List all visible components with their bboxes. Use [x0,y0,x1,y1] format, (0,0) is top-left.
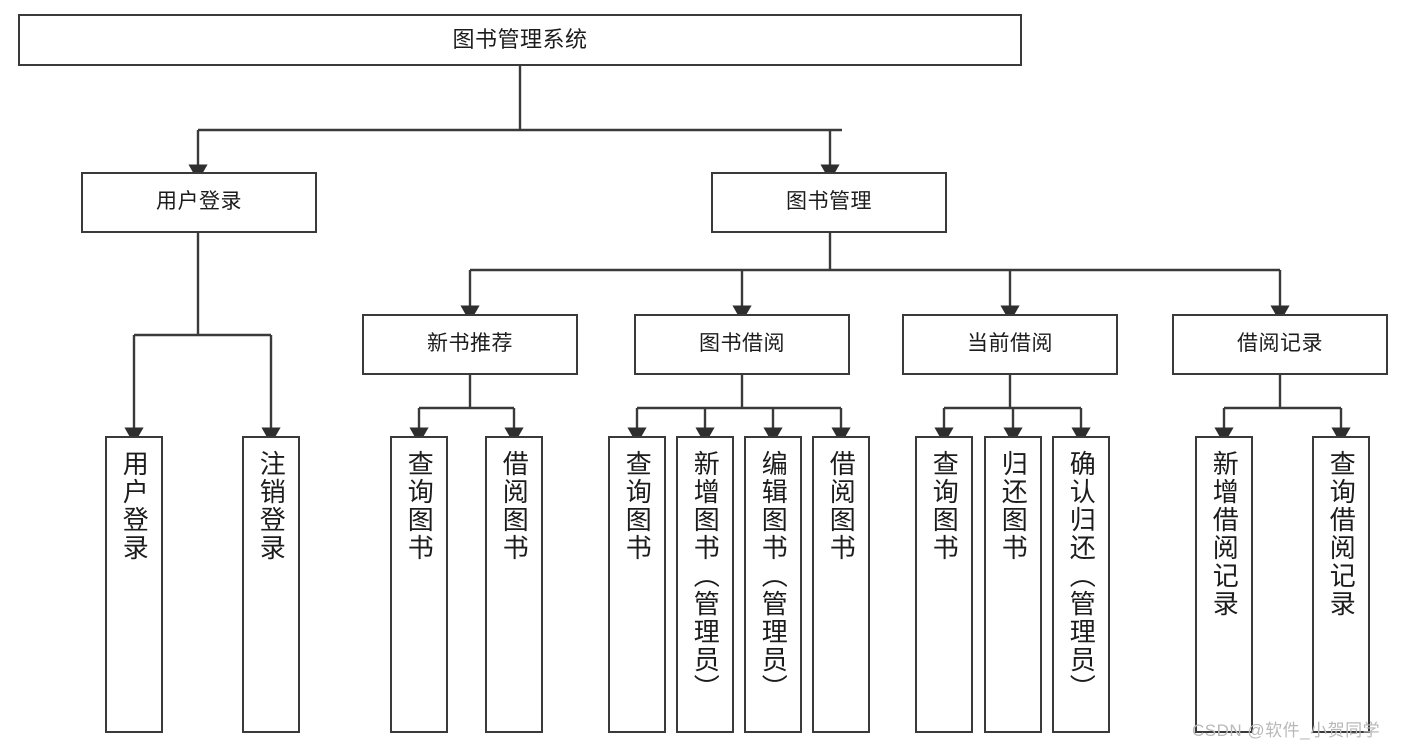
node-label: 用户登录 [156,190,242,214]
node-label: 归还图书 [998,450,1029,562]
node-label: 图书借阅 [699,332,785,356]
node-label: 当前借阅 [967,332,1053,356]
node-label: 查询图书 [622,450,653,562]
node-current-borrow[interactable]: 当前借阅 [902,314,1118,375]
node-leaf-add-book[interactable]: 新增图书（管理员） [676,436,734,733]
node-leaf-query-book-1[interactable]: 查询图书 [390,436,448,733]
node-label: 借阅图书 [826,450,857,562]
node-label: 借阅记录 [1237,332,1323,356]
node-label: 图书管理 [786,190,872,214]
node-leaf-borrow-book-1[interactable]: 借阅图书 [485,436,543,733]
node-label: 注销登录 [256,450,287,562]
node-label: 确认归还（管理员） [1066,450,1097,702]
node-label: 借阅图书 [499,450,530,562]
node-user-login[interactable]: 用户登录 [81,172,317,233]
node-label: 编辑图书（管理员） [758,450,789,702]
node-leaf-logout-login[interactable]: 注销登录 [242,436,300,733]
node-leaf-edit-book[interactable]: 编辑图书（管理员） [744,436,802,733]
node-label: 新增图书（管理员） [690,450,721,702]
node-label: 查询借阅记录 [1326,450,1357,618]
node-leaf-borrow-book-2[interactable]: 借阅图书 [812,436,870,733]
csdn-watermark: CSDN @软件_小贺同学 [1192,721,1381,740]
node-label: 查询图书 [929,450,960,562]
node-leaf-user-login[interactable]: 用户登录 [105,436,163,733]
node-leaf-add-record[interactable]: 新增借阅记录 [1195,436,1253,733]
node-leaf-query-record[interactable]: 查询借阅记录 [1312,436,1370,733]
node-label: 图书管理系统 [452,27,588,53]
node-label: 新增借阅记录 [1209,450,1240,618]
node-label: 查询图书 [404,450,435,562]
node-label: 用户登录 [119,450,150,562]
node-leaf-confirm-return[interactable]: 确认归还（管理员） [1052,436,1110,733]
node-leaf-query-book-2[interactable]: 查询图书 [608,436,666,733]
node-book-management[interactable]: 图书管理 [711,172,947,233]
node-new-book-recommend[interactable]: 新书推荐 [362,314,578,375]
node-label: 新书推荐 [427,332,513,356]
node-book-borrow[interactable]: 图书借阅 [634,314,850,375]
node-leaf-return-book[interactable]: 归还图书 [984,436,1042,733]
node-root-system[interactable]: 图书管理系统 [18,14,1022,66]
node-borrow-record[interactable]: 借阅记录 [1172,314,1388,375]
node-leaf-query-book-3[interactable]: 查询图书 [915,436,973,733]
